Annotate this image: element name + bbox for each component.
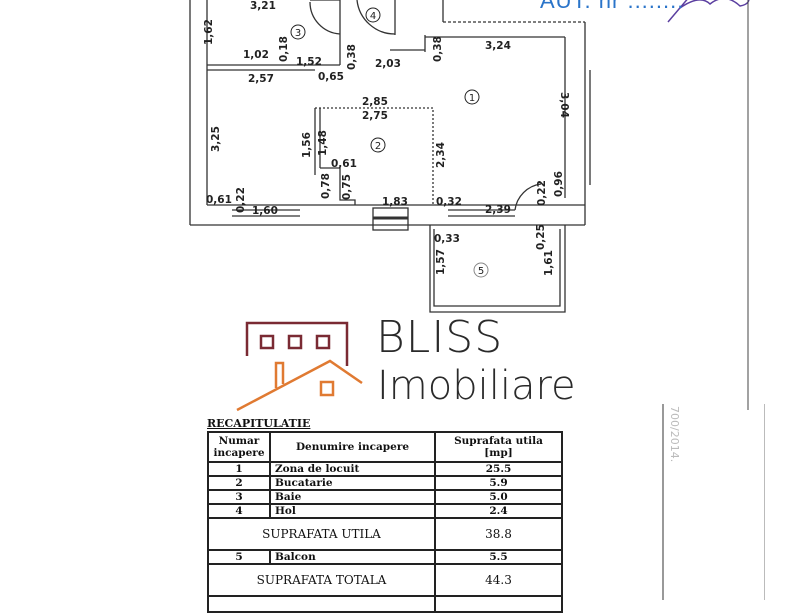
- room-number: 3: [295, 28, 301, 39]
- dimension-label: 0,78: [320, 173, 332, 199]
- dimension-label: 0,61: [331, 158, 357, 170]
- cell-nr: 1: [207, 461, 271, 477]
- col-header-number: Numar incapere: [207, 431, 271, 463]
- total-value: 44.3: [434, 563, 563, 597]
- cell-area: 2.4: [434, 503, 563, 519]
- dimension-label: 1,02: [243, 49, 269, 61]
- dimension-label: 1,57: [435, 249, 447, 275]
- recap-title: RECAPITULATIE: [207, 417, 311, 430]
- cell-area: 5.9: [434, 475, 563, 491]
- table-row-partial: [207, 595, 563, 613]
- dimension-label: 2,03: [375, 58, 401, 70]
- util-label: SUPRAFATA UTILA: [207, 517, 436, 551]
- dimension-label: 2,85: [362, 96, 388, 108]
- dimension-label: 2,39: [485, 204, 511, 216]
- dimension-label: 3,25: [210, 126, 222, 152]
- room-number: 4: [370, 11, 376, 22]
- bliss-logo-mark: [236, 321, 363, 412]
- dimension-label: 0,22: [536, 180, 548, 206]
- dimension-label: 3,24: [485, 40, 511, 52]
- dimension-label: 0,65: [318, 71, 344, 83]
- stamp-text: 700/2014.: [668, 406, 681, 463]
- dimension-label: 0,96: [553, 171, 565, 197]
- util-value: 38.8: [434, 517, 563, 551]
- room-number: 2: [375, 141, 381, 152]
- cell-area: 25.5: [434, 461, 563, 477]
- cell-name: Bucatarie: [269, 475, 436, 491]
- cell-nr: 2: [207, 475, 271, 491]
- dimension-label: 1,48: [317, 130, 329, 156]
- cell-area: 5.0: [434, 489, 563, 505]
- dimension-label: 0,38: [432, 36, 444, 62]
- dimension-label: 0,75: [341, 174, 353, 200]
- col-header-area: Suprafata utila [mp]: [434, 431, 563, 463]
- col-header-name: Denumire incapere: [269, 431, 436, 463]
- dimension-label: 2,57: [248, 73, 274, 85]
- floor-plan: 1 2 3 4 5 3,21 1,62 1,02 0,18 1,52 0,38 …: [189, 0, 750, 412]
- cell-nr: 4: [207, 503, 271, 519]
- dimension-label: 0,38: [346, 44, 358, 70]
- dimension-label: 1,56: [301, 132, 313, 158]
- cell-name: Hol: [269, 503, 436, 519]
- room-number: 1: [469, 93, 475, 104]
- dimension-label: 2,34: [435, 142, 447, 168]
- total-label: SUPRAFATA TOTALA: [207, 563, 436, 597]
- dimension-label: 0,22: [235, 187, 247, 213]
- dimension-label: 0,25: [535, 224, 547, 250]
- cell-area: 5.5: [434, 549, 563, 565]
- stamp: 700/2014.: [662, 404, 765, 600]
- cell-name: Balcon: [269, 549, 436, 565]
- cell-nr: 3: [207, 489, 271, 505]
- dimension-label: 0,61: [206, 194, 232, 206]
- cell-name: Zona de locuit: [269, 461, 436, 477]
- dimension-label: 0,33: [434, 233, 460, 245]
- room-number: 5: [478, 266, 484, 277]
- dimension-label: 1,83: [382, 196, 408, 208]
- dimension-label: 0,32: [436, 196, 462, 208]
- recap-table: Numar incapere Denumire incapere Suprafa…: [207, 431, 563, 613]
- authorization-number: AUT. nr ........: [540, 0, 685, 13]
- cell-name: Baie: [269, 489, 436, 505]
- brand-name: BLISS: [376, 312, 504, 363]
- dimension-label: 0,18: [278, 36, 290, 62]
- dimension-label: 1,52: [296, 56, 322, 68]
- dimension-label: 1,61: [543, 250, 555, 276]
- dimension-label: 3,04: [558, 92, 570, 118]
- brand-subtitle: Imobiliare: [377, 363, 576, 409]
- cell-nr: 5: [207, 549, 271, 565]
- dimensions: 3,21 1,62 1,02 0,18 1,52 0,38 2,57 0,65 …: [203, 0, 570, 276]
- dimension-label: 3,21: [250, 0, 276, 12]
- dimension-label: 1,60: [252, 205, 278, 217]
- dimension-label: 1,62: [203, 19, 215, 45]
- dimension-label: 2,75: [362, 110, 388, 122]
- room-numbers: 1 2 3 4 5: [290, 7, 489, 278]
